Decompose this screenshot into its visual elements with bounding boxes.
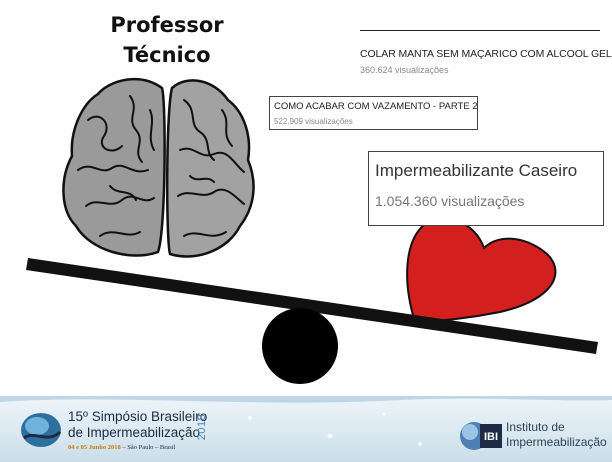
video-card-1[interactable]: COLAR MANTA SEM MAÇARICO COM ALCOOL GEL.… (360, 48, 612, 75)
heart-icon (406, 217, 557, 324)
brain-icon (62, 78, 255, 258)
balance-beam (26, 258, 598, 354)
symposium-logo-icon (21, 413, 62, 447)
ibi-abbr: IBI (484, 431, 498, 443)
video-title: COMO ACABAR COM VAZAMENTO - PARTE 2 (274, 101, 478, 112)
divider-line (360, 30, 600, 31)
video-card-3[interactable]: Impermeabilizante Caseiro 1.054.360 visu… (368, 151, 604, 226)
video-title: COLAR MANTA SEM MAÇARICO COM ALCOOL GEL. (360, 48, 612, 60)
slide-title: Professor Técnico (104, 10, 230, 70)
institute-name-line1: Instituto de (506, 420, 565, 434)
symposium-year: 2018 (196, 413, 209, 441)
title-line-2: Técnico (123, 43, 211, 67)
symposium-date: 04 e 05 Junho 2018 – São Paulo – Brasil (68, 444, 176, 451)
ibi-logo-icon: IBI (460, 422, 502, 450)
institute-name-line2: Impermeabilização (506, 435, 607, 449)
title-line-1: Professor (110, 13, 224, 37)
symposium-name-line2: de Impermeabilização (68, 425, 201, 440)
video-card-2[interactable]: COMO ACABAR COM VAZAMENTO - PARTE 2 522.… (269, 96, 478, 130)
footer-banner: 15º Simpósio Brasileiro de Impermeabiliz… (0, 396, 612, 462)
video-views: 360.624 visualizações (360, 65, 449, 75)
water-texture (0, 396, 612, 446)
fulcrum-ball (262, 308, 338, 384)
video-title: Impermeabilizante Caseiro (375, 161, 578, 180)
video-views: 1.054.360 visualizações (375, 193, 525, 209)
balance-illustration (26, 78, 598, 384)
symposium-name-line1: 15º Simpósio Brasileiro (68, 409, 208, 424)
video-views: 522.909 visualizações (274, 117, 353, 126)
